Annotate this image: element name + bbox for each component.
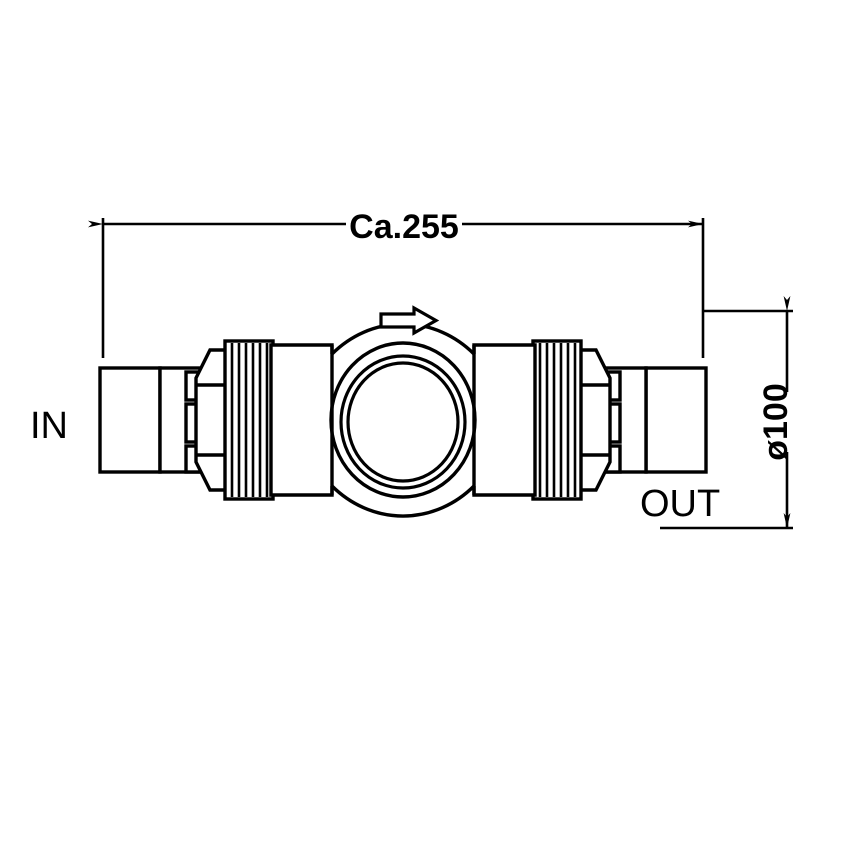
meter-register (329, 341, 477, 499)
inlet-label: IN (30, 405, 68, 447)
horizontal-dimension: Ca.255 (88, 208, 705, 358)
left-pipe-end (98, 366, 162, 474)
right-thread (531, 339, 583, 501)
outlet-label: OUT (640, 483, 720, 525)
flow-arrow (379, 305, 440, 336)
register-inner-ring (346, 361, 460, 483)
left-body-neck (269, 343, 334, 497)
right-pipe-end (644, 366, 708, 474)
right-body-neck (472, 343, 537, 497)
register-middle-ring (339, 354, 467, 490)
meter-body-bottom-arc (330, 484, 476, 518)
left-thread-lines (230, 343, 269, 497)
vertical-dimension: ø100 (660, 296, 795, 530)
vertical-dimension-label: ø100 (757, 383, 795, 461)
left-thread (223, 339, 275, 501)
horizontal-dimension-label: Ca.255 (349, 208, 459, 246)
register-outer-ring (329, 341, 477, 499)
flow-arrow-glyph (379, 305, 440, 336)
meter-body-shoulders (330, 345, 476, 495)
right-thread-lines (538, 343, 577, 497)
